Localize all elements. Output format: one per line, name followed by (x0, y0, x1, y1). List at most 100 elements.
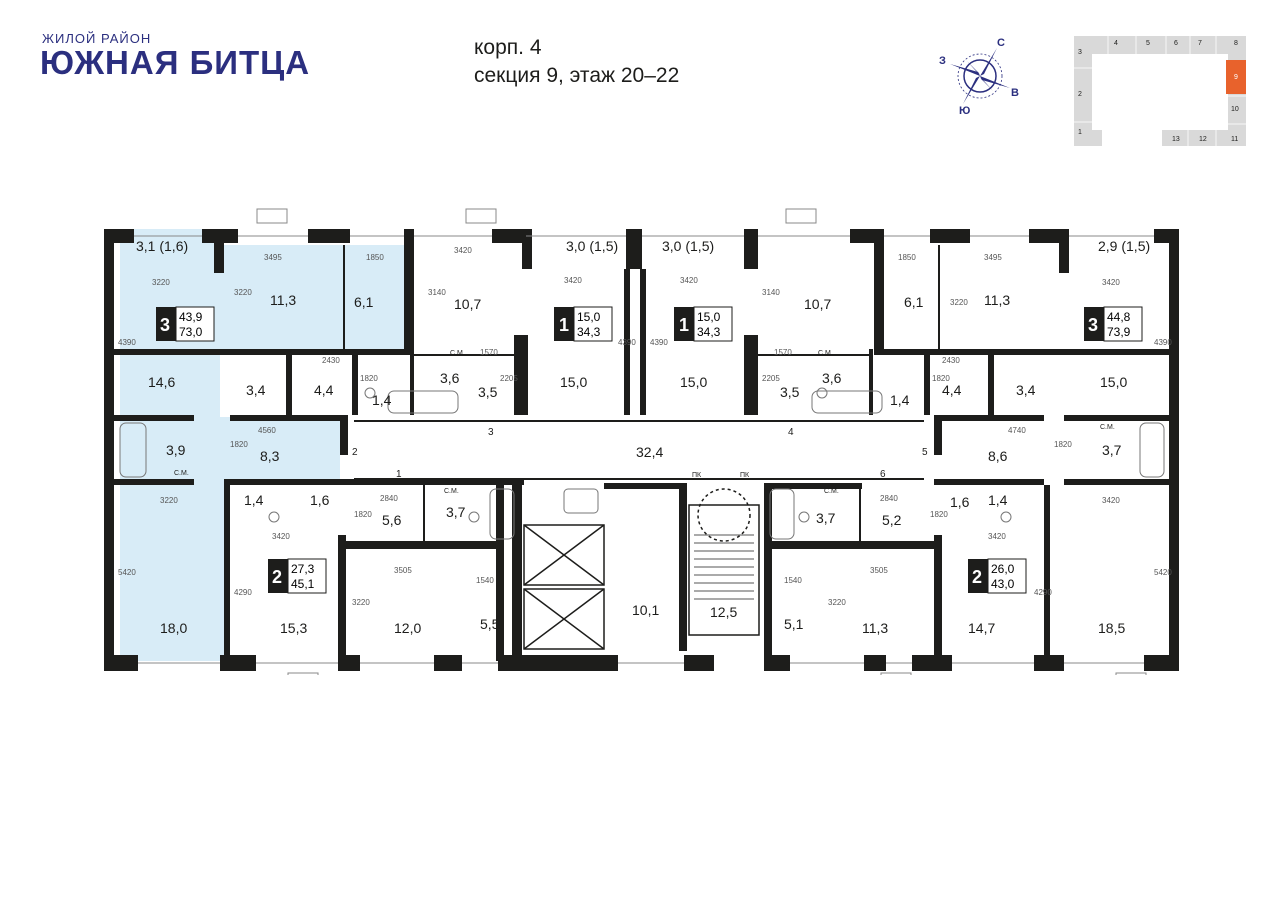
keymap-section-13: 13 (1172, 136, 1180, 143)
dim-3220e: 3220 (352, 598, 370, 607)
keymap-section-11: 11 (1231, 136, 1238, 143)
apt-3b-total: 73,9 (1107, 325, 1131, 339)
dim-1850a: 1850 (366, 253, 384, 262)
room-a1: 3,1 (1,6) (136, 238, 188, 254)
dim-1820a: 1820 (360, 374, 378, 383)
washer-tag-5: С.М. (444, 488, 459, 495)
room-b4: 3,0 (1,5) (566, 238, 618, 254)
apt-1a-rooms: 1 (559, 315, 569, 335)
dim-3505b: 3505 (870, 566, 888, 575)
dim-4390d: 4390 (1154, 338, 1172, 347)
dim-3420a: 3420 (454, 246, 472, 255)
dim-3420d: 3420 (1102, 278, 1120, 287)
dim-1570b: 1570 (774, 348, 792, 357)
room-e1: 1,4 (244, 492, 264, 508)
dim-5420b: 5420 (1154, 568, 1172, 577)
keymap-section-9: 9 (1234, 74, 1238, 81)
dim-3495b: 3495 (984, 253, 1002, 262)
room-b5: 15,0 (560, 374, 587, 390)
dim-3495a: 3495 (264, 253, 282, 262)
dim-2840a: 2840 (380, 494, 398, 503)
apt-2b-total: 43,0 (991, 577, 1015, 591)
dim-2205b: 2205 (762, 374, 780, 383)
dim-3220f: 3220 (828, 598, 846, 607)
washer-tag-6: С.М. (824, 488, 839, 495)
dim-4740: 4740 (1008, 426, 1026, 435)
keymap-section-4: 4 (1114, 40, 1118, 47)
door-1: 1 (396, 469, 402, 480)
room-e2: 1,6 (310, 492, 330, 508)
dim-3420c: 3420 (680, 276, 698, 285)
room-d7: 15,0 (1100, 374, 1127, 390)
dim-3220d: 3220 (160, 496, 178, 505)
dim-3505a: 3505 (394, 566, 412, 575)
door-2: 2 (352, 447, 358, 458)
room-a5: 3,4 (246, 382, 266, 398)
room-b1: 10,7 (454, 296, 481, 312)
room-a8: 3,9 (166, 442, 186, 458)
dim-2430b: 2430 (942, 356, 960, 365)
room-f7: 14,7 (968, 620, 995, 636)
dim-1820f: 1820 (930, 510, 948, 519)
room-e4: 3,7 (446, 504, 466, 520)
room-c5: 3,6 (822, 370, 842, 386)
floor-plan: 3 43,9 73,0 1 15,0 34,3 1 15,0 34,3 3 44… (104, 208, 1179, 675)
apt-1b-rooms: 1 (679, 315, 689, 335)
dim-1820b: 1820 (932, 374, 950, 383)
section-key-map: 3 4 5 6 7 8 9 10 11 12 13 2 1 (1074, 36, 1246, 146)
apt-2b-living: 26,0 (991, 562, 1015, 576)
room-d1: 6,1 (904, 294, 924, 310)
room-d3: 2,9 (1,5) (1098, 238, 1150, 254)
dim-4390a: 4390 (118, 338, 136, 347)
dim-3140a: 3140 (428, 288, 446, 297)
room-a4: 14,6 (148, 374, 175, 390)
apt-2a-rooms: 2 (272, 567, 282, 587)
dim-3220a: 3220 (152, 278, 170, 287)
keymap-section-10: 10 (1231, 106, 1239, 113)
room-c3: 10,7 (804, 296, 831, 312)
dim-3220b: 3220 (950, 298, 968, 307)
apt-1a-total: 34,3 (577, 325, 601, 339)
apt-3a-total: 73,0 (179, 325, 203, 339)
keymap-section-6: 6 (1174, 40, 1178, 47)
dim-3220c: 3220 (234, 288, 252, 297)
apt-3b-living: 44,8 (1107, 310, 1131, 324)
room-lift-hall: 10,1 (632, 602, 659, 618)
dim-1820d: 1820 (1054, 440, 1072, 449)
keymap-section-7: 7 (1198, 40, 1202, 47)
keymap-section-1: 1 (1078, 129, 1082, 136)
washer-tag-3: С.М. (818, 350, 833, 357)
apt-1a-living: 15,0 (577, 310, 601, 324)
room-f2: 5,2 (882, 512, 902, 528)
room-f5: 5,1 (784, 616, 804, 632)
compass-east: В (1011, 87, 1019, 99)
dim-4560: 4560 (258, 426, 276, 435)
room-f3: 1,6 (950, 494, 970, 510)
apt-3b-rooms: 3 (1088, 315, 1098, 335)
door-3: 3 (488, 427, 494, 438)
section-floor-label: секция 9, этаж 20–22 (474, 64, 680, 87)
room-b3: 3,5 (478, 384, 498, 400)
dim-2840b: 2840 (880, 494, 898, 503)
dim-1540a: 1540 (476, 576, 494, 585)
lift-tag-1: ПК (692, 472, 702, 479)
room-e7: 5,5 (480, 616, 500, 632)
dim-1850b: 1850 (898, 253, 916, 262)
room-e3: 5,6 (382, 512, 402, 528)
room-f1: 3,7 (816, 510, 836, 526)
apt-1b-living: 15,0 (697, 310, 721, 324)
room-c4: 3,5 (780, 384, 800, 400)
room-c2: 15,0 (680, 374, 707, 390)
room-d2: 11,3 (984, 292, 1010, 308)
dim-4390b: 4390 (618, 338, 636, 347)
compass-west: З (939, 55, 946, 67)
brand-logo: ЮЖНАЯ БИТЦА (40, 44, 311, 81)
dim-3420g: 3420 (1102, 496, 1120, 505)
dim-1540b: 1540 (784, 576, 802, 585)
room-d5: 4,4 (942, 382, 962, 398)
room-a3: 6,1 (354, 294, 374, 310)
apt-3a-rooms: 3 (160, 315, 170, 335)
compass-rose-icon: С В Ю З (939, 37, 1019, 116)
compass-south: Ю (959, 105, 970, 116)
washer-tag-4: С.М. (1100, 424, 1115, 431)
